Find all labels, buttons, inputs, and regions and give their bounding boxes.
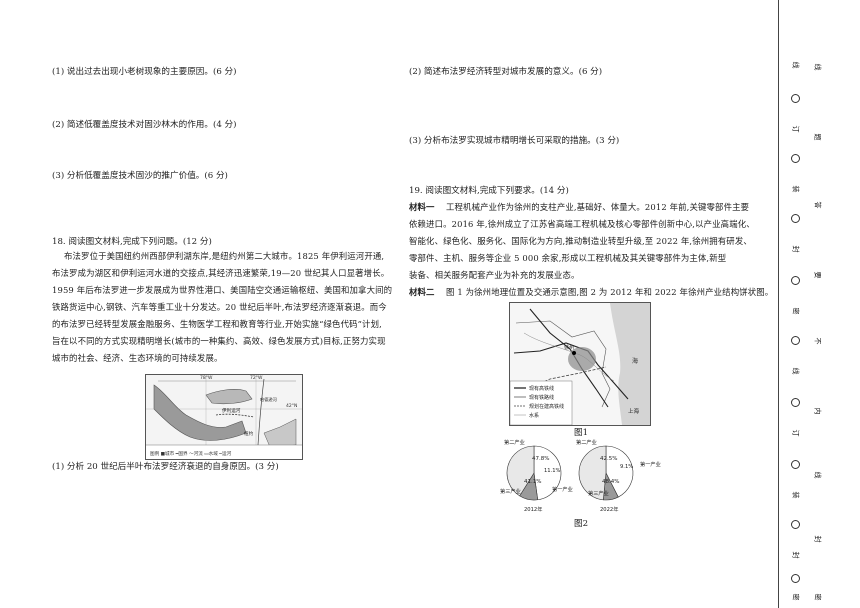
pie2012-value-ii: 47.8% bbox=[532, 456, 549, 462]
binding-circle bbox=[791, 520, 800, 529]
binding-char: 要 bbox=[813, 271, 822, 279]
binding-char: 密 bbox=[813, 593, 822, 601]
binding-circle bbox=[791, 154, 800, 163]
fig2-caption: 图2 bbox=[574, 519, 589, 529]
binding-char: 封 bbox=[791, 551, 800, 559]
binding-char: 不 bbox=[813, 337, 822, 345]
pie-slice bbox=[506, 445, 535, 497]
binding-char: 密 bbox=[791, 593, 800, 601]
pie2012-label-ii: 第二产业 bbox=[504, 438, 525, 446]
pie-slice bbox=[578, 445, 607, 501]
material2-label: 材料二 bbox=[409, 287, 435, 297]
buffalo-map: 78°W 72°W 42°N 伊利运河 哈德逊河 纽约 图例 ■城市 ━国界 〜… bbox=[145, 374, 303, 460]
binding-circle bbox=[791, 460, 800, 469]
m2-text: 图 1 为徐州地理位置及交通示意图,图 2 为 2012 年和 2022 年徐州… bbox=[446, 287, 774, 297]
pie-2022 bbox=[578, 445, 634, 501]
binding-char: 题 bbox=[813, 133, 822, 141]
map-lon1: 78°W bbox=[200, 375, 213, 381]
pie2012-label-iii: 第三产业 bbox=[500, 487, 521, 495]
m1-line: 零部件、主机、服务等企业 5 000 余家,形成以工程机械及其关键零部件为主体,… bbox=[409, 253, 727, 263]
fig1-shanghai: 上海 bbox=[628, 407, 640, 415]
binding-char: 封 bbox=[813, 535, 822, 543]
pie2012-value-i: 11.1% bbox=[544, 468, 561, 474]
map-river: 哈德逊河 bbox=[260, 396, 278, 403]
fig1-caption: 图1 bbox=[574, 428, 589, 438]
map-lon2: 72°W bbox=[250, 375, 263, 381]
q18-line: 城市的社会、经济、生态环境的可持续发展。 bbox=[52, 353, 223, 363]
binding-char: 装 bbox=[791, 491, 800, 499]
q17-2: (2) 简述低覆盖度技术对固沙林木的作用。(4 分) bbox=[52, 120, 237, 130]
pie-2012 bbox=[506, 445, 562, 501]
pie-charts: 第二产业 47.8% 11.1% 41.1% 第一产业 第三产业 2012年 第… bbox=[490, 436, 690, 516]
map-ny: 纽约 bbox=[244, 430, 254, 437]
q17-3: (3) 分析低覆盖度技术固沙的推广价值。(6 分) bbox=[52, 171, 228, 181]
q19-title: 19. 阅读图文材料,完成下列要求。(14 分) bbox=[409, 186, 569, 196]
binding-char: 线 bbox=[813, 63, 822, 71]
pie2022-label-iii: 第三产业 bbox=[588, 489, 609, 497]
pie2022-year: 2022年 bbox=[600, 505, 618, 513]
fig1-legend-item: 规划在建高铁线 bbox=[529, 403, 564, 410]
pie2012-value-iii: 41.1% bbox=[524, 479, 541, 485]
binding-circle bbox=[791, 398, 800, 407]
map-lat: 42°N bbox=[286, 403, 297, 409]
q18-line: 的布法罗已经转型发展金融服务、生物医学工程和教育等行业,开始实施“绿色代码”计划… bbox=[52, 319, 382, 329]
binding-margin: 线 订 装 封 密 线 订 装 封 密 线 题 答 要 不 内 线 封 密 bbox=[778, 0, 860, 608]
pie-slice bbox=[605, 445, 634, 498]
binding-char: 装 bbox=[791, 185, 800, 193]
q18-line: 旨在以不同的方式实现精明增长(城市的一种集约、高效、绿色发展方式)目标,正努力实… bbox=[52, 336, 386, 346]
fig1-legend-item: 现有铁路线 bbox=[529, 394, 554, 401]
q18-3: (3) 分析布法罗实现城市精明增长可采取的措施。(3 分) bbox=[409, 136, 620, 146]
binding-circle bbox=[791, 276, 800, 285]
m1-line: 工程机械产业作为徐州的支柱产业,基础好、体量大。2012 年前,关键零部件主要 bbox=[446, 202, 750, 212]
xuzhou-map: 现有高铁线 现有铁路线 规划在建高铁线 水系 海 上海 徐州 bbox=[509, 302, 651, 426]
q18-2: (2) 简述布法罗经济转型对城市发展的意义。(6 分) bbox=[409, 67, 603, 77]
binding-circle bbox=[791, 94, 800, 103]
m1-line: 智能化、绿色化、服务化、国际化为方向,推动制造业转型升级,至 2022 年,徐州… bbox=[409, 236, 752, 246]
binding-char: 订 bbox=[791, 125, 800, 133]
q18-line: 布法罗位于美国纽约州西部伊利湖东岸,是纽约州第二大城市。1825 年伊利运河开通… bbox=[64, 251, 385, 261]
binding-char: 订 bbox=[791, 429, 800, 437]
q18-1: (1) 分析 20 世纪后半叶布法罗经济衰退的自身原因。(3 分) bbox=[52, 462, 279, 472]
fig1-xuzhou: 徐州 bbox=[564, 344, 574, 351]
binding-circle bbox=[791, 574, 800, 583]
fig1-legend-item: 现有高铁线 bbox=[529, 385, 554, 392]
binding-circle bbox=[791, 336, 800, 345]
map-canal: 伊利运河 bbox=[222, 407, 241, 414]
binding-char: 内 bbox=[813, 407, 822, 415]
q18-line: 1959 年后布法罗进一步发展成为世界性港口、美国陆空交通运输枢纽、美国和加拿大… bbox=[52, 285, 393, 295]
binding-char: 线 bbox=[813, 471, 822, 479]
q18-line: 铁路货运中心,钢铁、汽车等重工业十分发达。20 世纪后半叶,布法罗经济逐渐衰退。… bbox=[52, 302, 387, 312]
pie2022-label-i: 第一产业 bbox=[640, 460, 661, 468]
binding-char: 密 bbox=[791, 307, 800, 315]
binding-char: 线 bbox=[791, 61, 800, 69]
pie2022-label-ii: 第二产业 bbox=[576, 438, 597, 446]
map-legend: 图例 ■城市 ━国界 〜河流 ▭水域 ┅运河 bbox=[150, 450, 232, 457]
pie2012-year: 2012年 bbox=[524, 505, 542, 513]
binding-char: 答 bbox=[813, 201, 822, 209]
m1-line: 依赖进口。2016 年,徐州成立了江苏省高端工程机械及核心零部件创新中心,以产业… bbox=[409, 219, 755, 229]
q18-title: 18. 阅读图文材料,完成下列问题。(12 分) bbox=[52, 237, 212, 247]
pie-slice bbox=[533, 445, 562, 501]
material1-label: 材料一 bbox=[409, 202, 435, 212]
pie2022-value-iii: 48.4% bbox=[602, 479, 619, 485]
pie2022-value-ii: 42.5% bbox=[600, 456, 617, 462]
m1-line: 装备、相关服务配套产业为补充的发展业态。 bbox=[409, 270, 580, 280]
pie2012-label-i: 第一产业 bbox=[552, 485, 573, 493]
fig1-sea: 海 bbox=[632, 357, 638, 365]
fig1-legend-item: 水系 bbox=[529, 412, 539, 419]
binding-line bbox=[778, 0, 779, 608]
q17-1: (1) 说出过去出现小老树现象的主要原因。(6 分) bbox=[52, 67, 237, 77]
binding-char: 线 bbox=[791, 367, 800, 375]
pie2022-value-i: 9.1% bbox=[620, 464, 633, 470]
q18-line: 布法罗成为湖区和伊利运河水道的交接点,其经济迅速繁荣,19—20 世纪其人口显著… bbox=[52, 268, 390, 278]
binding-circle bbox=[791, 214, 800, 223]
binding-char: 封 bbox=[791, 245, 800, 253]
